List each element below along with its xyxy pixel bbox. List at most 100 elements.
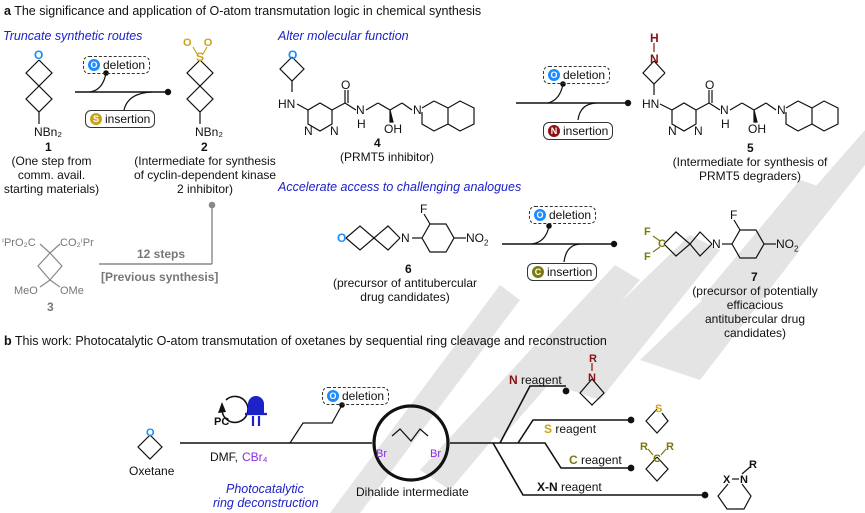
section-accelerate: Accelerate access to challenging analogu…	[278, 180, 522, 194]
bromine-left: Br	[376, 448, 387, 460]
compound-5-oh: OH	[748, 122, 766, 136]
compound-4-oh: OH	[384, 122, 402, 136]
intermediate-label: Dihalide intermediate	[356, 485, 469, 499]
photocatalyst-label: PC	[214, 416, 230, 428]
compound-3-structure	[37, 243, 63, 288]
compound-7-number: 7	[751, 270, 758, 284]
panel-a-label: a	[4, 4, 11, 18]
deletion-badge-3: O deletion	[529, 206, 597, 224]
nitrogen-circle-icon: N	[548, 125, 560, 137]
branch-n-reagent: N reagent	[509, 373, 562, 387]
arrow-1	[75, 70, 172, 111]
panel-b-title-text: This work: Photocatalytic O-atom transmu…	[14, 334, 607, 348]
compound-2-number: 2	[201, 140, 208, 154]
compound-6-caption: (precursor of antitubercular drug candid…	[332, 276, 478, 304]
compound-4-amide-h: H	[357, 117, 366, 131]
compound-6-n: N	[401, 231, 410, 245]
compound-4-amide-n: N	[356, 103, 365, 117]
compound-5-amide-n: N	[720, 103, 729, 117]
compound-7-f: F	[730, 208, 738, 222]
branch-n-label: reagent	[521, 373, 562, 387]
deletion-label: deletion	[103, 58, 146, 72]
section-truncate: Truncate synthetic routes	[3, 29, 143, 43]
insertion-badge-1: S insertion	[85, 110, 156, 128]
dihalide-circle	[372, 404, 450, 482]
deletion-label: deletion	[563, 68, 606, 82]
conditions-solvent: DMF,	[210, 450, 238, 464]
azetidine-product	[579, 363, 605, 406]
cyclobutane-r-right: R	[666, 441, 674, 453]
pyrrolidine-n: N	[740, 474, 748, 486]
branch-xn-atom: X-N	[537, 480, 558, 494]
branch-lines	[492, 385, 709, 499]
oxygen-circle-icon: O	[88, 59, 100, 71]
compound-5-caption: (Intermediate for synthesis of PRMT5 deg…	[672, 155, 828, 183]
compound-3-group-meo: MeO	[14, 285, 38, 297]
branch-c-reagent: C reagent	[569, 453, 622, 467]
compound-4-carbonyl-o: O	[341, 78, 351, 92]
compound-2-structure	[186, 46, 214, 124]
compound-7-f-bottom: F	[644, 251, 651, 263]
sulfur-circle-icon: S	[90, 113, 102, 125]
compound-5-number: 5	[747, 141, 754, 155]
compound-5-pyr-n1: N	[668, 124, 677, 138]
step-label-line1: Photocatalytic	[226, 482, 304, 496]
compound-4-pyr-n1: N	[304, 124, 313, 138]
branch-s-label: reagent	[555, 422, 597, 436]
pyrrolidine-product	[717, 466, 752, 510]
compound-6-no2: NO2	[466, 231, 489, 248]
compound-3-group-right: CO₂ⁱPr	[60, 237, 94, 249]
compound-1-caption: (One step from comm. avail. starting mat…	[3, 154, 100, 196]
compound-5-azetidine-n: N	[650, 52, 659, 66]
cyclobutane-r-left: R	[640, 441, 648, 453]
oxetane-label: Oxetane	[129, 464, 175, 478]
compound-4-number: 4	[374, 136, 381, 150]
insertion-label: insertion	[547, 265, 593, 279]
compound-6-f: F	[420, 202, 428, 216]
previous-steps: 12 steps	[137, 247, 186, 261]
compound-3-number: 3	[47, 300, 54, 314]
pyrrolidine-r: R	[749, 459, 757, 471]
compound-2-sulfone-oxygens: O O	[183, 37, 213, 49]
compound-4-amine-n: N	[413, 103, 422, 117]
compound-7-c: C	[658, 238, 666, 250]
compound-7-caption: (precursor of potentially efficacious an…	[692, 284, 818, 340]
previous-synthesis-label: [Previous synthesis]	[101, 270, 219, 284]
section-alter: Alter molecular function	[278, 29, 409, 43]
compound-4-structure	[279, 56, 475, 132]
insertion-label: insertion	[563, 124, 609, 138]
deletion-label: deletion	[342, 389, 385, 403]
compound-5-amide-h: H	[721, 117, 730, 131]
compound-5-amine-n: N	[777, 103, 786, 117]
main-arrow-b	[180, 402, 500, 444]
panel-b-title: b This work: Photocatalytic O-atom trans…	[4, 334, 607, 348]
cyclobutane-product	[645, 448, 669, 482]
step-label-line2: ring deconstruction	[213, 496, 319, 510]
compound-3-group-ome: OMe	[60, 285, 84, 297]
carbon-circle-icon: C	[532, 266, 544, 278]
azetidine-n: N	[588, 372, 596, 384]
bromine-right: Br	[430, 448, 441, 460]
compound-4-oxygen: O	[288, 48, 298, 62]
oxygen-circle-icon: O	[327, 390, 339, 402]
oxygen-circle-icon: O	[534, 209, 546, 221]
cyclobutane-c: C	[653, 453, 661, 465]
compound-4-pyr-n2: N	[330, 124, 339, 138]
compound-4-caption: (PRMT5 inhibitor)	[340, 150, 435, 164]
compound-5-nh-h: H	[650, 31, 659, 45]
lamp-icon	[245, 396, 267, 426]
branch-xn-label: reagent	[561, 480, 602, 494]
pyrrolidine-x: X	[723, 474, 731, 486]
oxetane-structure	[137, 434, 163, 460]
branch-s-reagent: S reagent	[544, 422, 596, 436]
compound-5-carbonyl-o: O	[705, 78, 715, 92]
compound-7-structure	[652, 219, 776, 259]
panel-a-title-text: The significance and application of O-at…	[14, 4, 482, 18]
oxetane-oxygen: O	[146, 427, 155, 439]
compound-6-number: 6	[405, 262, 412, 276]
compound-1-substituent: NBn₂	[34, 125, 63, 139]
thietane-s: S	[655, 403, 663, 415]
compound-1-oxygen: O	[34, 48, 44, 62]
insertion-badge-2: N insertion	[543, 122, 614, 140]
